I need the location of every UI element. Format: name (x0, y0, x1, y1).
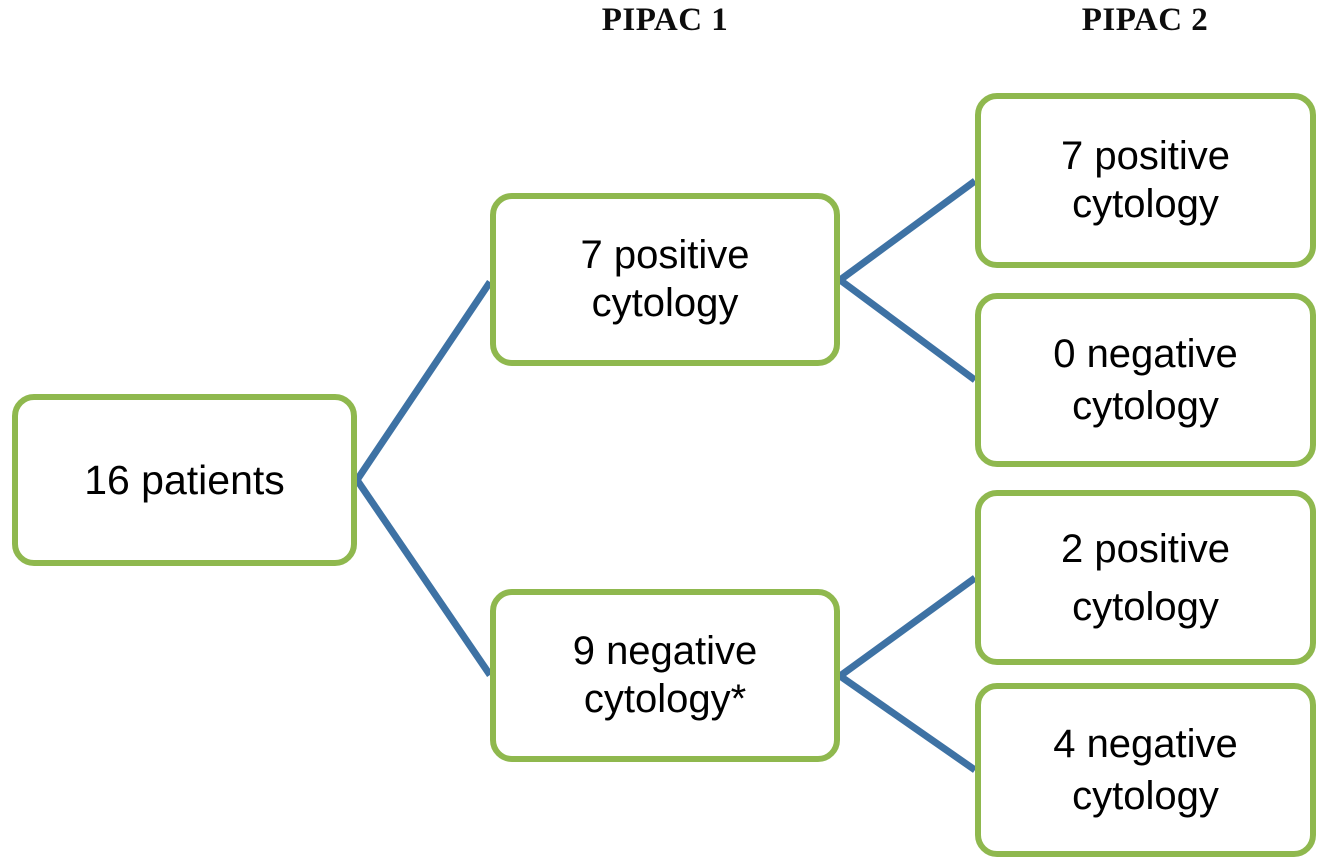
node-pipac2-negative-from-positive[interactable]: 0 negative cytology (975, 293, 1316, 467)
node-pipac2-b-line-2: cytology (1072, 384, 1219, 428)
node-pipac2-a-line-1: 7 positive (1061, 134, 1230, 179)
node-16-patients[interactable]: 16 patients (12, 394, 357, 566)
node-pipac1-negative-line-2: cytology* (583, 676, 747, 721)
node-pipac2-a-line-2: cytology (1072, 181, 1219, 226)
node-pipac1-positive-line-2: cytology (591, 280, 739, 325)
node-pipac2-d-line-2: cytology (1072, 774, 1219, 818)
node-pipac2-positive-from-negative[interactable]: 2 positive cytology (975, 490, 1316, 665)
node-pipac1-negative-cytology[interactable]: 9 negative cytology* (490, 589, 840, 762)
node-pipac2-d-line-1: 4 negative (1053, 722, 1238, 766)
node-pipac2-c-line-2: cytology (1072, 584, 1219, 629)
edge-root-to-p1-negative (354, 478, 493, 677)
column-header-pipac-1: PIPAC 1 (601, 2, 729, 38)
node-pipac2-negative-from-negative[interactable]: 4 negative cytology (975, 683, 1316, 857)
node-pipac2-c-line-1: 2 positive (1061, 526, 1230, 571)
node-pipac1-positive-line-1: 7 positive (580, 233, 750, 278)
node-pipac2-b-line-1: 0 negative (1053, 332, 1238, 376)
edge-p1-negative-to-p2-d (838, 673, 977, 773)
node-pipac2-positive-from-positive[interactable]: 7 positive cytology (975, 93, 1316, 268)
column-header-pipac-2: PIPAC 2 (1081, 2, 1209, 38)
edge-root-to-p1-positive (354, 280, 493, 482)
edge-p1-positive-to-p2-b (837, 277, 978, 383)
node-pipac1-positive-cytology[interactable]: 7 positive cytology (490, 193, 840, 366)
edge-p1-negative-to-p2-c (837, 575, 978, 679)
edge-p1-positive-to-p2-a (837, 178, 978, 283)
node-pipac1-negative-line-1: 9 negative (572, 629, 758, 674)
node-root-line-1: 16 patients (84, 456, 285, 503)
